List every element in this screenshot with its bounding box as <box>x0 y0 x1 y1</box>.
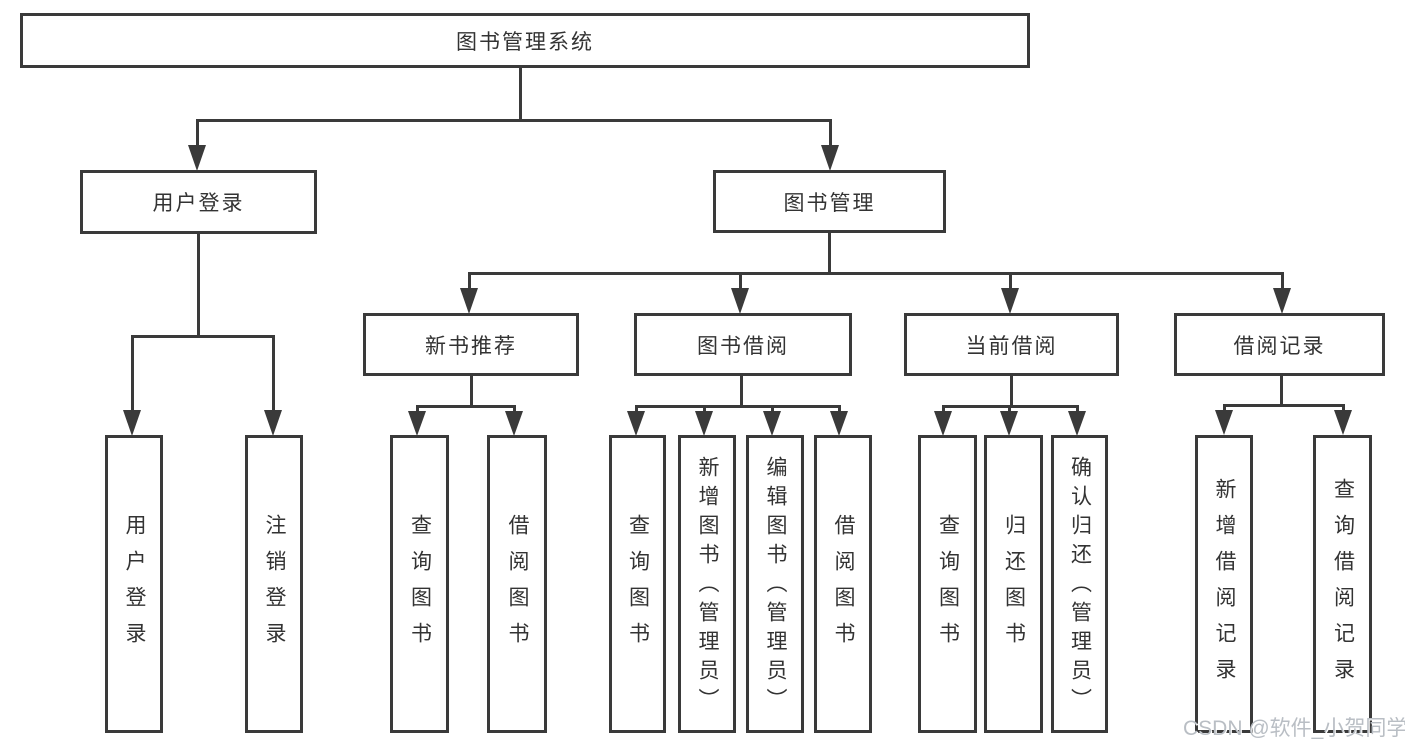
connector-arrow-stem <box>1076 405 1079 415</box>
connector-arrow-stem <box>513 405 516 415</box>
leaf-query-books-recommend: 查询图书 <box>390 435 449 733</box>
node-user-login: 用户登录 <box>80 170 317 234</box>
leaf-label: 新增借阅记录 <box>1213 478 1236 694</box>
node-label: 用户登录 <box>152 192 245 215</box>
arrowhead <box>505 411 523 436</box>
arrowhead <box>731 288 749 314</box>
node-label: 图书借阅 <box>697 334 789 358</box>
leaf-label: 注销登录 <box>263 514 286 658</box>
connector-book-management-branch <box>468 272 1284 275</box>
connector-arrow-stem <box>1008 405 1011 415</box>
connector-book-borrowing-branch <box>635 405 841 408</box>
arrowhead <box>460 288 478 314</box>
connector-arrow-stem <box>1009 272 1012 292</box>
leaf-label: 编辑图书（管理员） <box>764 455 787 717</box>
leaf-confirm-return-admin: 确认归还（管理员） <box>1051 435 1108 733</box>
node-label: 借阅记录 <box>1233 334 1326 358</box>
leaf-label: 查询借阅记录 <box>1331 478 1355 694</box>
connector-root-stem <box>519 68 522 121</box>
leaf-label: 用户登录 <box>123 514 146 658</box>
arrowhead <box>1273 288 1291 314</box>
node-current-borrowing: 当前借阅 <box>904 313 1119 376</box>
node-label: 当前借阅 <box>965 334 1058 358</box>
arrowhead <box>1000 411 1018 436</box>
leaf-user-login: 用户登录 <box>105 435 163 733</box>
connector-arrow-stem <box>1342 404 1345 414</box>
arrowhead <box>264 410 282 436</box>
leaf-label: 借阅图书 <box>506 514 529 658</box>
connector-arrow-stem <box>1223 404 1226 414</box>
connector-borrowing-records-branch <box>1223 404 1345 407</box>
connector-book-management-stem <box>828 233 831 275</box>
connector-arrow-stem <box>942 405 945 415</box>
connector-arrow-stem <box>272 335 275 415</box>
connector-arrow-stem <box>771 405 774 415</box>
leaf-add-book-admin: 新增图书（管理员） <box>678 435 736 733</box>
arrowhead <box>934 411 952 436</box>
arrowhead <box>830 411 848 436</box>
leaf-query-borrow-record: 查询借阅记录 <box>1313 435 1372 733</box>
connector-book-borrowing-stem <box>740 376 743 408</box>
connector-root-branch <box>196 119 832 122</box>
leaf-label: 查询图书 <box>936 514 960 658</box>
connector-arrow-stem <box>131 335 134 415</box>
arrowhead <box>188 145 206 171</box>
leaf-label: 查询图书 <box>626 514 650 658</box>
connector-arrow-stem <box>468 272 471 292</box>
leaf-edit-book-admin: 编辑图书（管理员） <box>746 435 804 733</box>
node-new-book-recommendation: 新书推荐 <box>363 313 579 376</box>
leaf-label: 新增图书（管理员） <box>696 455 719 717</box>
leaf-label: 查询图书 <box>408 514 432 658</box>
node-library-management-system: 图书管理系统 <box>20 13 1030 68</box>
connector-current-borrowing-stem <box>1010 376 1013 408</box>
connector-user-login-stem <box>197 233 200 337</box>
leaf-query-books-current: 查询图书 <box>918 435 977 733</box>
leaf-borrow-books-borrowing: 借阅图书 <box>814 435 872 733</box>
leaf-add-borrow-record: 新增借阅记录 <box>1195 435 1253 733</box>
connector-arrow-stem <box>196 119 199 149</box>
connector-arrow-stem <box>838 405 841 415</box>
node-book-management: 图书管理 <box>713 170 946 233</box>
arrowhead <box>1001 288 1019 314</box>
arrowhead <box>1334 410 1352 435</box>
node-label: 图书管理 <box>783 191 876 215</box>
leaf-borrow-books-recommend: 借阅图书 <box>487 435 547 733</box>
leaf-label: 借阅图书 <box>832 514 855 658</box>
connector-borrowing-records-stem <box>1280 376 1283 407</box>
connector-new-book-branch <box>416 405 516 408</box>
leaf-label: 确认归还（管理员） <box>1068 455 1092 717</box>
arrowhead <box>1068 411 1086 436</box>
connector-new-book-stem <box>470 376 473 408</box>
arrowhead <box>763 411 781 436</box>
node-label: 新书推荐 <box>425 334 517 358</box>
connector-arrow-stem <box>1281 272 1284 292</box>
connector-arrow-stem <box>829 119 832 149</box>
arrowhead <box>123 410 141 436</box>
connector-arrow-stem <box>635 405 638 415</box>
leaf-query-books-borrowing: 查询图书 <box>609 435 666 733</box>
arrowhead <box>821 145 839 171</box>
node-borrowing-records: 借阅记录 <box>1174 313 1385 376</box>
leaf-logout: 注销登录 <box>245 435 303 733</box>
node-label: 图书管理系统 <box>456 30 594 54</box>
connector-arrow-stem <box>703 405 706 415</box>
connector-arrow-stem <box>739 272 742 292</box>
arrowhead <box>695 411 713 436</box>
connector-arrow-stem <box>416 405 419 415</box>
csdn-watermark: CSDN @软件_小贺同学 <box>1183 717 1405 740</box>
arrowhead <box>1215 410 1233 435</box>
arrowhead <box>408 411 426 436</box>
node-book-borrowing: 图书借阅 <box>634 313 852 376</box>
leaf-label: 归还图书 <box>1002 514 1026 658</box>
arrowhead <box>627 411 645 436</box>
leaf-return-book: 归还图书 <box>984 435 1043 733</box>
connector-user-login-branch <box>131 335 275 338</box>
